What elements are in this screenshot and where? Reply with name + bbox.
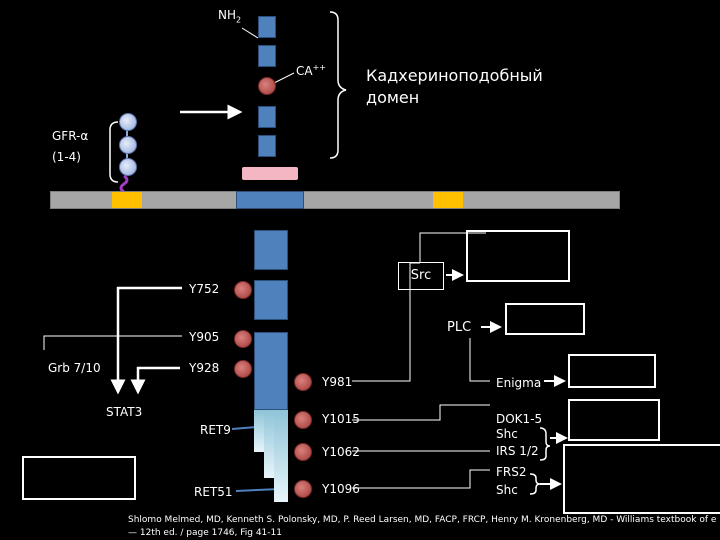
grb-label: Grb 7/10 — [48, 361, 101, 375]
shc-label-1: Shc — [496, 427, 518, 441]
y981-label: Y981 — [322, 375, 353, 389]
y928-label: Y928 — [189, 361, 220, 375]
kinase-domain-2 — [254, 332, 288, 410]
dok-target-box — [568, 399, 660, 441]
cysteine-rich-domain — [242, 167, 298, 180]
tyrosine-site-y1062 — [294, 443, 312, 461]
y1015-label: Y1015 — [322, 412, 360, 426]
stat3-target-box — [22, 456, 136, 500]
tyrosine-site-y928 — [234, 360, 252, 378]
dok-label: DOK1-5 — [496, 412, 543, 426]
gfr-alpha-domain-2 — [119, 136, 137, 154]
citation: Shlomo Melmed, MD, Kenneth S. Polonsky, … — [128, 514, 720, 540]
plc-label: PLC — [447, 320, 472, 335]
gfr-alpha-domain-1 — [119, 113, 137, 131]
transmembrane-segment — [236, 191, 304, 209]
y905-label: Y905 — [189, 330, 220, 344]
cadherin-domain-label: Кадхериноподобный домен — [366, 66, 543, 107]
gfr-isoforms-label: (1-4) — [52, 150, 81, 164]
tyrosine-site-y1015 — [294, 411, 312, 429]
ret9-label: RET9 — [200, 423, 231, 437]
cadherin-domain-3 — [258, 106, 276, 128]
stat3-label: STAT3 — [106, 405, 143, 419]
cadherin-bracket — [329, 11, 347, 159]
cell-membrane — [50, 191, 620, 209]
gfr-alpha-label: GFR-α — [52, 129, 89, 143]
kinase-domain-1 — [254, 280, 288, 320]
membrane-patch-right — [433, 192, 463, 208]
src-target-box — [466, 230, 570, 282]
shc-label-2: Shc — [496, 483, 518, 497]
c-tail-3 — [274, 410, 288, 502]
gfr-bracket — [109, 121, 119, 183]
juxtamembrane-domain — [254, 230, 288, 270]
cadherin-domain-1 — [258, 16, 276, 38]
y752-label: Y752 — [189, 282, 220, 296]
tyrosine-site-y981 — [294, 373, 312, 391]
nh2-label: NH2 — [218, 8, 242, 25]
irs-label: IRS 1/2 — [496, 444, 539, 458]
cadherin-domain-4 — [258, 135, 276, 157]
y1062-label: Y1062 — [322, 445, 360, 459]
tyrosine-site-y752 — [234, 281, 252, 299]
calcium-label: CA++ — [296, 63, 326, 78]
enigma-target-box — [568, 354, 656, 388]
plc-target-box — [505, 303, 585, 335]
frs2-label: FRS2 — [496, 465, 527, 479]
frs2-target-box — [563, 444, 720, 514]
tyrosine-site-y1096 — [294, 480, 312, 498]
citation-line-2: — 12th ed. / page 1746, Fig 41-11 — [128, 528, 282, 538]
c-tail-2 — [264, 410, 274, 478]
membrane-patch-left — [112, 192, 142, 208]
ret51-label: RET51 — [194, 485, 233, 499]
gfr-alpha-domain-3 — [119, 158, 137, 176]
cadherin-domain-2 — [258, 45, 276, 67]
enigma-label: Enigma — [496, 376, 542, 390]
src-label: Src — [398, 262, 444, 290]
tyrosine-site-y905 — [234, 330, 252, 348]
y1096-label: Y1096 — [322, 482, 360, 496]
citation-line-1: Shlomo Melmed, MD, Kenneth S. Polonsky, … — [128, 515, 717, 525]
calcium-binding-site — [258, 77, 276, 95]
gpi-anchor — [119, 174, 129, 194]
c-tail-1 — [254, 410, 264, 452]
